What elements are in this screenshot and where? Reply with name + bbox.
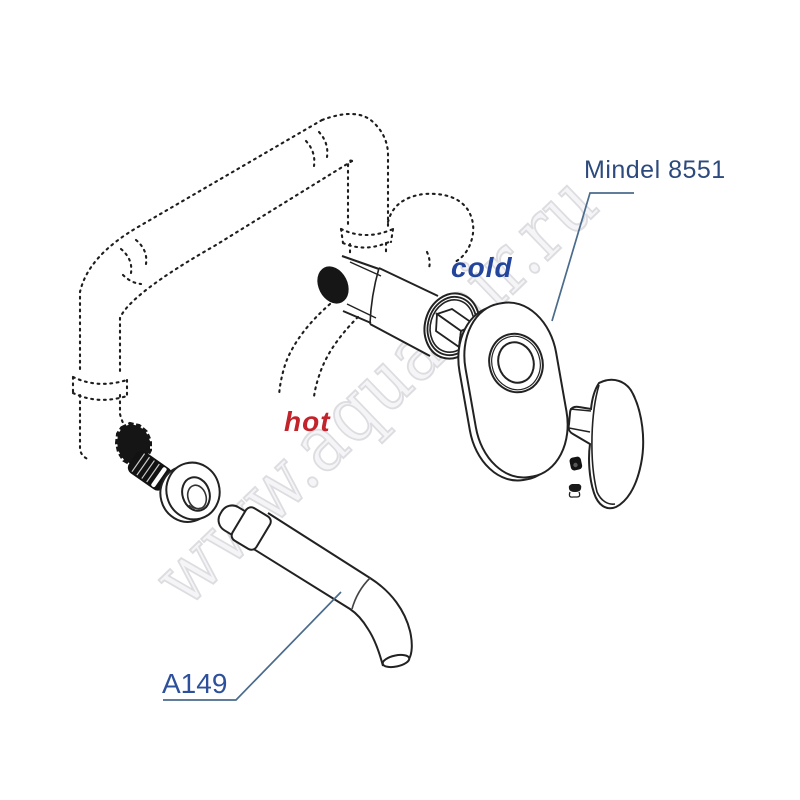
lever-handle (567, 378, 645, 510)
spout-outlet (381, 653, 411, 669)
pipe-union-left (71, 375, 129, 401)
cold-supply-loop (386, 192, 475, 264)
handle-screws (568, 456, 583, 498)
leader-lines (163, 192, 634, 701)
spout-tube-bottom-edge (251, 547, 384, 667)
plate-ring-mid (491, 335, 541, 391)
spout (217, 504, 413, 669)
pipe-outer-edge (78, 118, 324, 375)
thread-gap (151, 467, 167, 488)
plug-screw-head (568, 484, 582, 492)
handle-step-lines (568, 408, 592, 433)
plate-ring-hole (497, 341, 535, 384)
concealed-pipes-dashed (71, 112, 475, 461)
spout-tube-top-edge (267, 512, 413, 660)
threaded-fitting-body (127, 450, 172, 491)
ring-socket-arc (188, 504, 202, 510)
set-screw-socket (573, 462, 578, 468)
escutcheon-plate (457, 301, 569, 482)
leader-line-spout (163, 591, 342, 701)
thread-grooves (131, 453, 160, 483)
cartridge-back-arc (369, 267, 380, 325)
mixer-body-edges (341, 255, 380, 324)
pipe-outer-edge-lower (78, 393, 90, 461)
pipe-union-mixer (339, 227, 395, 249)
cold-supply-stub (425, 250, 431, 270)
threaded-fitting (127, 450, 172, 491)
pipe-elbow-top (320, 112, 390, 229)
labels: Mindel 8551 cold hot A149 (162, 156, 726, 699)
pipe-elbow-inner (346, 159, 354, 229)
hot-supply-curve-left (277, 302, 332, 398)
pipe-stubs (348, 241, 388, 258)
spout-tube-fill (252, 513, 412, 666)
pipe-fitting-left (119, 238, 148, 286)
handle-outline (567, 378, 645, 510)
spout-bend-seam (351, 577, 371, 610)
mixer-end-cap (317, 266, 349, 304)
model-label: Mindel 8551 (584, 156, 726, 184)
spout-trim-ring (159, 461, 221, 523)
hot-label: hot (284, 406, 331, 437)
cartridge-fill (370, 268, 438, 356)
leader-line-model (551, 192, 634, 322)
pipe-inner-edge (118, 159, 354, 375)
hot-supply-curve-right (312, 315, 360, 399)
spout-code-label: A149 (162, 668, 227, 699)
handle-face-contour (591, 384, 616, 505)
cold-label: cold (451, 252, 513, 283)
plug-screw-foot (568, 491, 581, 498)
pipe-sleeve-top (304, 130, 329, 168)
wall-seal-group (114, 421, 172, 491)
spout-collar (230, 506, 272, 551)
cartridge-cylinder-edges (369, 267, 439, 357)
mixer-cartridge (317, 255, 481, 360)
